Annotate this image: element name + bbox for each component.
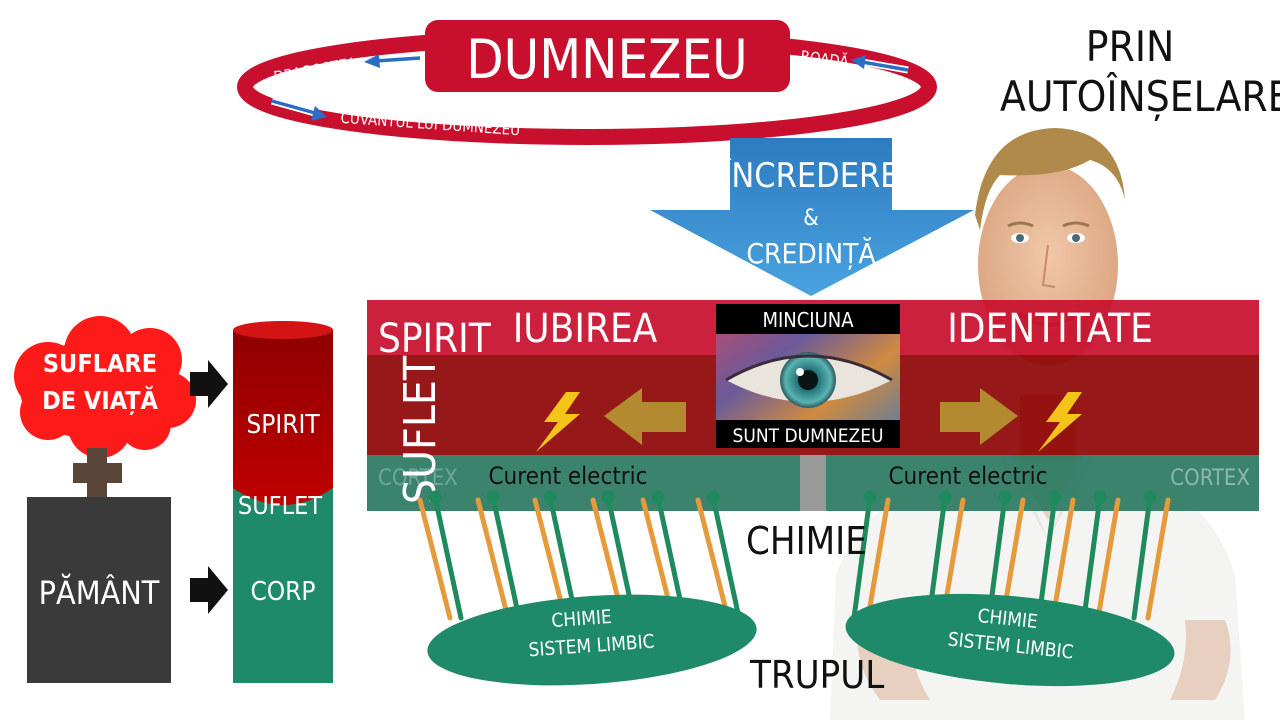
column-spirit-label: SPIRIT bbox=[246, 410, 320, 440]
dumnezeu-label: DUMNEZEU bbox=[466, 28, 747, 91]
soul-arrow-right bbox=[940, 388, 1018, 445]
title-line1: PRIN bbox=[1085, 22, 1175, 71]
nerve-orange-right bbox=[1145, 497, 1171, 621]
nerve-green-left-node bbox=[428, 490, 442, 504]
nerve-green-left bbox=[490, 494, 522, 621]
nerve-green-left-node bbox=[601, 490, 615, 504]
nerve-green-right-node bbox=[1143, 490, 1157, 504]
nerve-orange-right bbox=[1095, 497, 1121, 621]
dumnezeu-box bbox=[425, 20, 790, 92]
lightning-right-icon bbox=[1038, 392, 1082, 452]
column-suflet-label: SUFLET bbox=[238, 491, 322, 520]
identitate-label: IDENTITATE bbox=[947, 306, 1153, 352]
lie-image: MINCIUNA SUNT DUMNEZEU bbox=[716, 304, 900, 448]
nerve-green-left bbox=[710, 494, 742, 621]
title-block: PRIN AUTOÎNȘELARE bbox=[1000, 22, 1280, 122]
earth-block: PĂMÂNT bbox=[27, 497, 171, 683]
limbic-system-right: CHIMIE SISTEM LIMBIC bbox=[845, 593, 1175, 687]
main-band: SPIRIT IUBIREA IDENTITATE CORTEX CORTEX … bbox=[367, 300, 1259, 511]
nerve-green-right bbox=[851, 494, 873, 621]
lightning-left-icon bbox=[536, 392, 580, 452]
cycle-arrow-left bbox=[364, 54, 421, 68]
ampersand-label: & bbox=[803, 206, 818, 231]
iubirea-label: IUBIREA bbox=[513, 306, 658, 352]
soul-arrow-left bbox=[604, 388, 686, 445]
current-right-label: Curent electric bbox=[888, 462, 1047, 490]
nerve-orange-left bbox=[417, 497, 453, 621]
suflare-label: SUFLARE bbox=[43, 349, 157, 378]
breath-cloud: SUFLARE DE VIAȚĂ bbox=[14, 316, 196, 458]
nerve-orange-left bbox=[532, 497, 568, 621]
nerve-green-left-node bbox=[486, 490, 500, 504]
band-suflet-label: SUFLET bbox=[395, 355, 446, 504]
nerve-green-left-node bbox=[651, 490, 665, 504]
cortex-gap bbox=[800, 455, 826, 511]
de-viata-label: DE VIAȚĂ bbox=[42, 385, 158, 415]
left-side: SUFLARE DE VIAȚĂ PĂMÂNT SPIRIT SUFLET CO… bbox=[14, 316, 333, 683]
nerve-green-right bbox=[1081, 494, 1103, 621]
breath-to-spirit-arrow bbox=[190, 360, 228, 408]
limbic-system-left: CHIMIE SISTEM LIMBIC bbox=[427, 594, 757, 686]
nerve-orange-left bbox=[475, 497, 511, 621]
title-line2: AUTOÎNȘELARE bbox=[1000, 72, 1280, 121]
plus-sign bbox=[73, 448, 122, 498]
nerve-orange-right bbox=[865, 497, 891, 621]
faith-arrow: ÎNCREDERE & CREDINȚĂ bbox=[650, 138, 974, 296]
chimie-label: CHIMIE bbox=[746, 519, 867, 563]
current-left-label: Curent electric bbox=[488, 462, 647, 490]
trupul-label: TRUPUL bbox=[750, 653, 885, 697]
incredere-label: ÎNCREDERE bbox=[721, 155, 899, 196]
god-claim-caption-bar bbox=[716, 420, 900, 448]
nerve-green-right-node bbox=[863, 490, 877, 504]
nerve-green-right bbox=[1131, 494, 1153, 621]
sunt-dumnezeu-label: SUNT DUMNEZEU bbox=[732, 425, 883, 447]
nerve-green-right-node bbox=[1048, 490, 1062, 504]
nerve-green-right-node bbox=[1093, 490, 1107, 504]
cortex-right-label: CORTEX bbox=[1170, 466, 1250, 491]
nerve-green-left bbox=[432, 494, 464, 621]
nerve-green-right bbox=[1036, 494, 1058, 621]
top-cycle: DUMNEZEU DRAGOSTEA ROADĂ CUVÂNTUL LUI DU… bbox=[237, 20, 937, 145]
nerve-green-right-node bbox=[938, 490, 952, 504]
cycle-arrow-bottom bbox=[271, 97, 327, 121]
nerve-green-right-node bbox=[998, 490, 1012, 504]
left-ellipse-line1: CHIMIE bbox=[551, 606, 613, 632]
cortex-layer-right bbox=[826, 455, 1259, 511]
minciuna-label: MINCIUNA bbox=[762, 308, 854, 332]
human-column: SPIRIT SUFLET CORP bbox=[233, 321, 333, 683]
nerve-green-left-node bbox=[543, 490, 557, 504]
credinta-label: CREDINȚĂ bbox=[746, 236, 876, 270]
lie-caption-bar bbox=[716, 304, 900, 334]
nerve-orange-left bbox=[695, 497, 731, 621]
nerve-green-left-node bbox=[706, 490, 720, 504]
cycle-arrow-right bbox=[851, 55, 909, 74]
nerve-orange-right bbox=[1050, 497, 1076, 621]
pamant-label: PĂMÂNT bbox=[39, 573, 160, 612]
cortex-left-label: CORTEX bbox=[378, 466, 458, 491]
band-spirit-label: SPIRIT bbox=[378, 316, 492, 362]
earth-to-body-arrow bbox=[190, 566, 228, 614]
column-corp-label: CORP bbox=[250, 577, 315, 607]
